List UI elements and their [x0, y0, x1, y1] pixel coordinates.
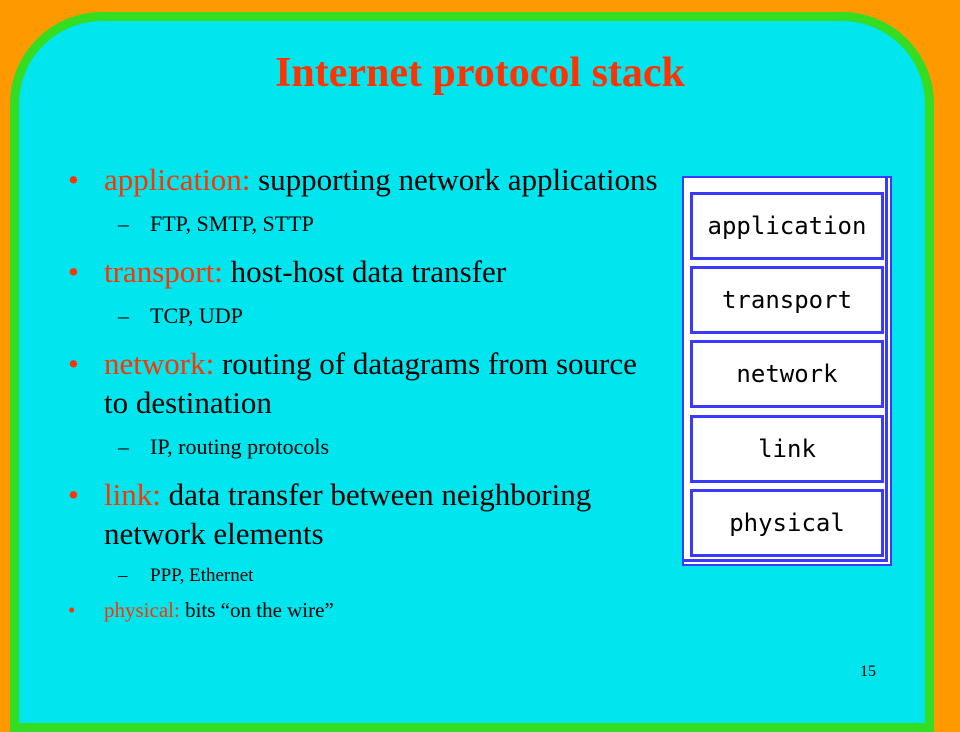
stack-layer-application: application: [690, 192, 884, 260]
bullet-text: data transfer between neighboring networ…: [104, 477, 592, 551]
bullet-application: • application: supporting network applic…: [68, 160, 658, 199]
bullet-term: physical:: [104, 598, 180, 622]
bullet-text: host-host data transfer: [222, 254, 507, 289]
sub-bullet-link: – PPP, Ethernet: [68, 564, 658, 588]
stack-layer-network: network: [690, 340, 884, 408]
sub-bullet-text: FTP, SMTP, STTP: [150, 211, 314, 236]
stack-layer-transport: transport: [690, 266, 884, 334]
sub-bullet-text: IP, routing protocols: [150, 434, 330, 459]
bullet-list: • application: supporting network applic…: [68, 160, 658, 637]
bullet-term: network:: [104, 346, 215, 381]
slide-title: Internet protocol stack: [275, 50, 685, 96]
sub-bullet-network: – IP, routing protocols: [68, 433, 658, 461]
sub-bullet-application: – FTP, SMTP, STTP: [68, 210, 658, 238]
bullet-term: application:: [104, 162, 251, 197]
page-number: 15: [860, 663, 876, 680]
bullet-transport: • transport: host-host data transfer: [68, 252, 658, 291]
protocol-stack-diagram: application transport network link physi…: [682, 176, 892, 566]
bullet-text: routing of datagrams from source to dest…: [104, 346, 637, 420]
bullet-dot-icon: •: [68, 598, 76, 622]
sub-bullet-text: TCP, UDP: [150, 303, 243, 328]
dash-icon: –: [118, 434, 129, 459]
bullet-term: transport:: [104, 254, 223, 289]
bullet-dot-icon: •: [68, 477, 79, 512]
stack-layer-physical: physical: [690, 489, 884, 557]
bullet-physical: • physical: bits “on the wire”: [68, 596, 658, 624]
stack-layer-link: link: [690, 415, 884, 483]
sub-bullet-text: PPP, Ethernet: [150, 565, 254, 586]
bullet-dot-icon: •: [68, 346, 79, 381]
bullet-network: • network: routing of datagrams from sou…: [68, 344, 658, 422]
bullet-link: • link: data transfer between neighborin…: [68, 475, 658, 553]
dash-icon: –: [118, 565, 128, 586]
bullet-text: supporting network applications: [250, 162, 658, 197]
bullet-text: bits “on the wire”: [179, 598, 334, 622]
bullet-dot-icon: •: [68, 162, 79, 197]
bullet-dot-icon: •: [68, 254, 79, 289]
dash-icon: –: [118, 211, 129, 236]
sub-bullet-transport: – TCP, UDP: [68, 302, 658, 330]
dash-icon: –: [118, 303, 129, 328]
bullet-term: link:: [104, 477, 161, 512]
